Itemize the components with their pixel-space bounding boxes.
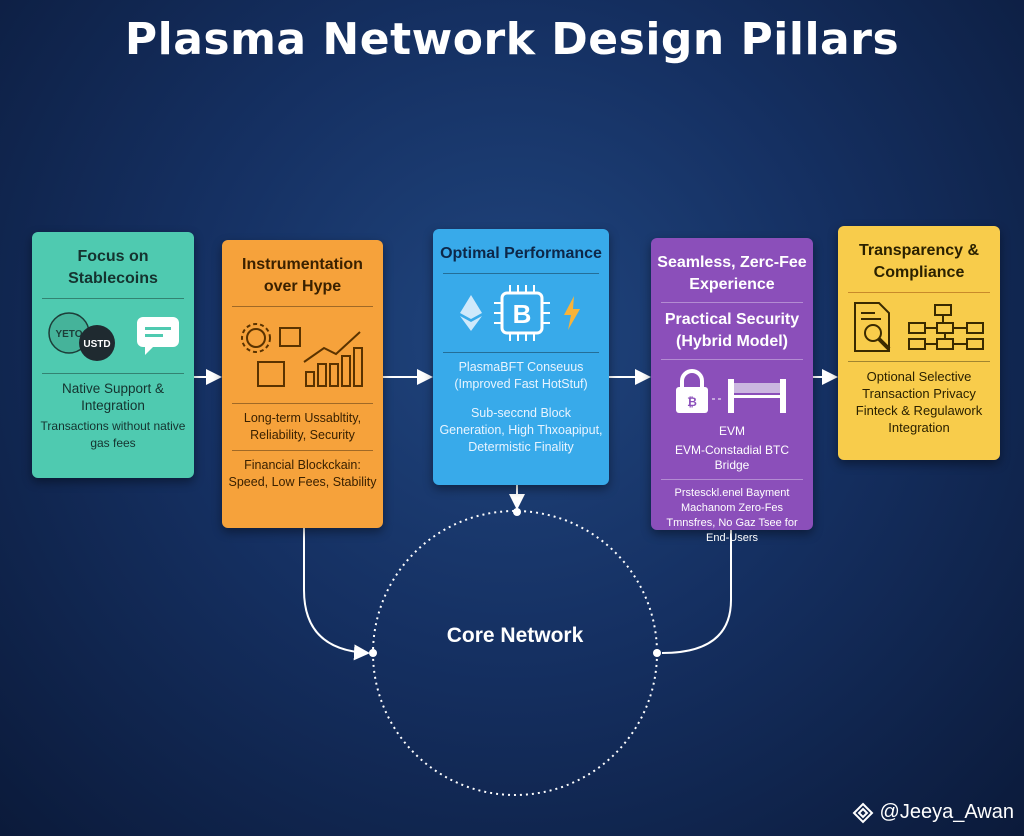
- core-network-circle: [372, 510, 658, 796]
- curve-4-core: [661, 530, 732, 654]
- bitcoin-chip-icon: B: [494, 285, 550, 341]
- document-search-icon: [854, 302, 891, 352]
- core-network-label: Core Network: [446, 624, 584, 647]
- pillar-zero-fee: Seamless, Zerc-Fee Experience Practical …: [651, 238, 813, 544]
- pillar-instrumentation: Instrumentation over Hype Long-term Ussa…: [222, 240, 383, 528]
- lightning-icon: [564, 296, 580, 330]
- lock-bridge-icon: ₿: [676, 369, 786, 413]
- pillar-transparency: Transparency & Compliance Optional Selec…: [838, 226, 1000, 460]
- pillar-performance: Optimal Performance B PlasmaBFT Conseuus…: [433, 229, 609, 485]
- security-icons: ₿: [657, 366, 807, 420]
- gear-calendar-chart-icon: [240, 323, 363, 387]
- svg-text:B: B: [513, 299, 532, 329]
- svg-text:USTD: USTD: [83, 339, 110, 350]
- analytics-icons: [228, 313, 377, 397]
- flowchart-icon: [908, 304, 984, 350]
- chat-bubble-icon: [137, 317, 179, 355]
- compliance-icons: [844, 299, 994, 355]
- svg-text:YETO: YETO: [55, 329, 82, 340]
- svg-text:₿: ₿: [687, 395, 697, 409]
- watermark: @Jeeya_Awan: [852, 801, 1014, 824]
- ethereum-icon: [460, 295, 482, 331]
- curve-2-core: [303, 528, 370, 661]
- performance-icons: B: [439, 280, 603, 346]
- page-title: Plasma Network Design Pillars: [124, 14, 900, 65]
- binance-logo-icon: [852, 802, 873, 823]
